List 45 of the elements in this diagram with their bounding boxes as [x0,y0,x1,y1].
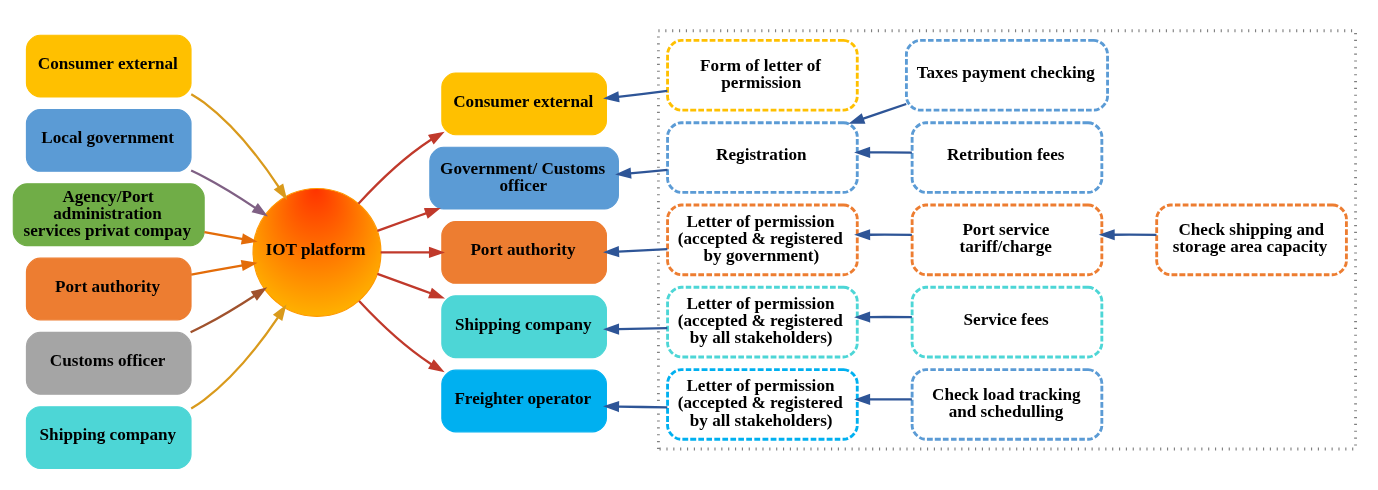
node-box: Customs officer [25,331,192,395]
arrow [358,300,445,373]
arrow [603,323,668,335]
node-box: Letter of permission (accepted & registered by all stakeholders) [666,368,859,441]
node-box: Registration [666,121,859,194]
cluster [657,29,1357,451]
arrow [204,230,258,245]
arrow [377,207,441,232]
node-box: Retribution fees [910,121,1104,194]
arrow [854,146,912,159]
node-box: Agency/Port administration services privat compay [12,183,205,247]
arrow [603,246,668,258]
node-box: Shipping company [25,406,192,469]
node-box: Service fees [910,285,1104,359]
arrow [190,93,288,201]
node-box: Letter of permission (accepted & registered by government) [666,203,859,277]
node-box: Government/ Customs officer [429,146,619,210]
node-box: Consumer external [441,72,607,136]
node-box: Port authority [25,257,192,321]
node-box: Consumer external [25,34,192,98]
node-box: Local government [25,109,192,172]
arrow [603,89,668,103]
arrow [854,229,912,241]
node-box: Port authority [441,221,607,284]
arrow [190,287,268,334]
node-box: Port service tariff/charge [910,203,1104,277]
arrow [357,131,445,205]
arrow [190,304,287,410]
node-box: Taxes payment checking [905,39,1109,112]
arrow [603,400,668,413]
node-box: Letter of permission (accepted & registered by all stakeholders) [666,285,859,359]
arrow [380,246,445,259]
arrow [848,102,907,124]
arrow [190,169,268,217]
arrow [1098,229,1157,241]
arrow [854,311,912,323]
node-box: Shipping company [441,295,607,359]
arrow [615,167,668,179]
node-box: Check shipping and storage area capacity [1155,203,1348,277]
node-box: Freighter operator [441,369,607,433]
arrow [191,260,258,276]
arrow [377,272,446,299]
node-box: Check load tracking and schedulling [910,368,1104,441]
node-box: Form of letter of permission [666,39,859,112]
arrow [854,393,912,405]
